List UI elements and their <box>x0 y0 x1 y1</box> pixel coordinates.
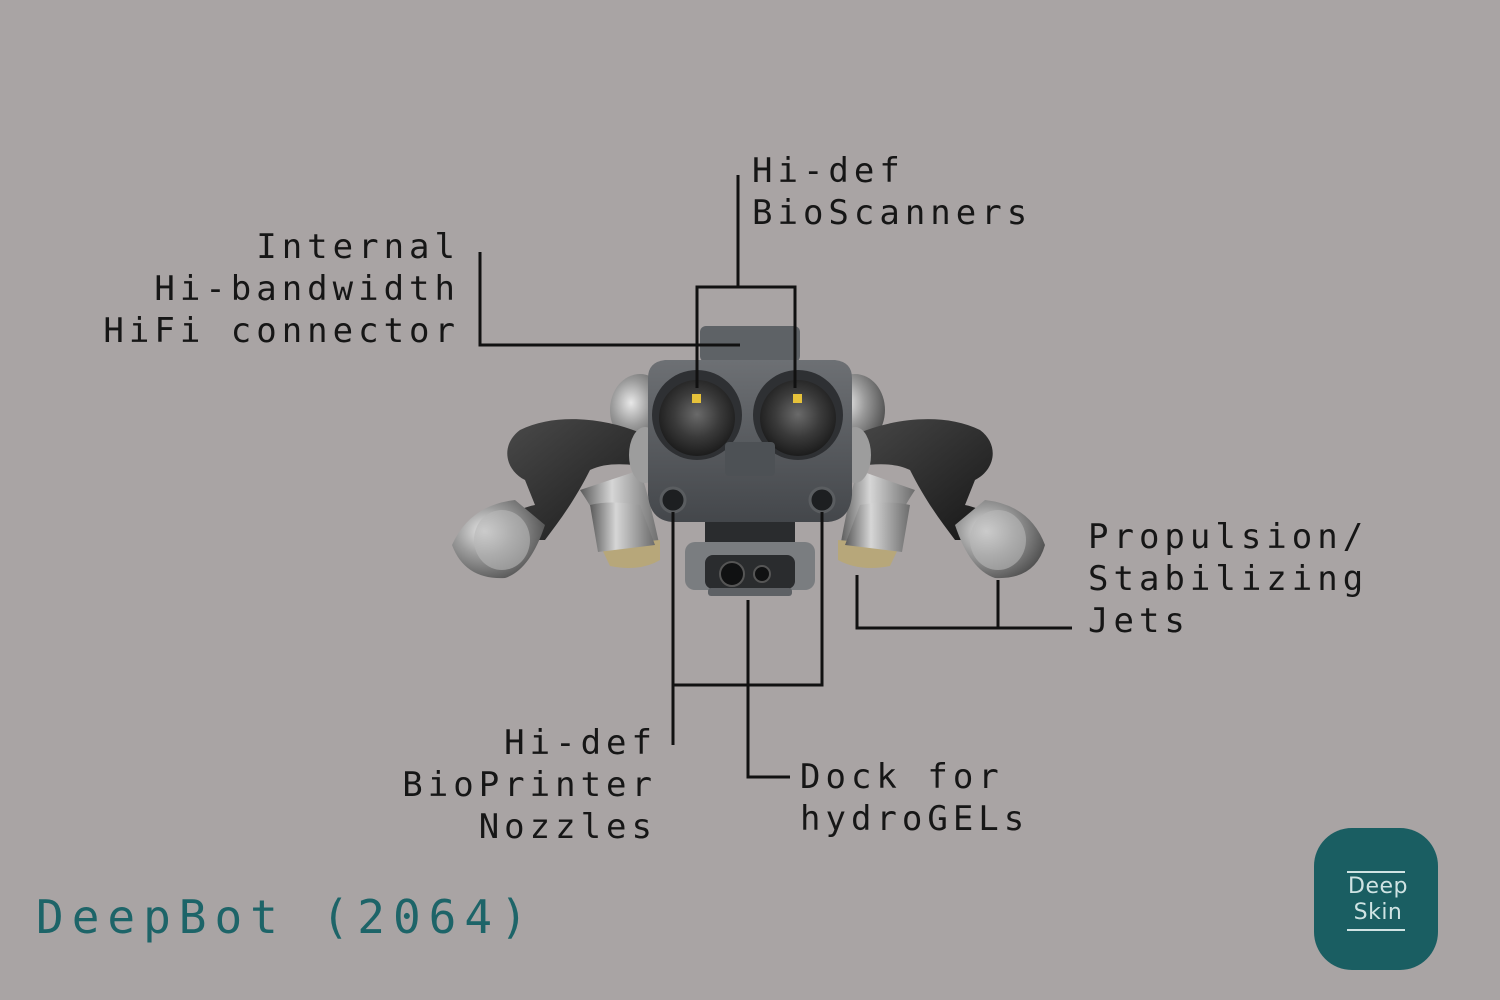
label-nozzles: Hi-def BioPrinter Nozzles <box>402 722 657 848</box>
label-jets-line2: Stabilizing <box>1088 558 1368 600</box>
logo-line2: Skin <box>1316 900 1440 925</box>
label-connector-line3: HiFi connector <box>103 310 460 352</box>
deepbot-robot <box>452 326 1045 596</box>
label-jets-line1: Propulsion/ <box>1088 516 1368 558</box>
label-connector: Internal Hi-bandwidth HiFi connector <box>103 226 460 352</box>
label-jets-line3: Jets <box>1088 600 1368 642</box>
label-bioscanners-line1: Hi-def <box>752 150 1032 192</box>
label-nozzles-line3: Nozzles <box>402 806 657 848</box>
label-bioscanners: Hi-def BioScanners <box>752 150 1032 234</box>
nozzle-left <box>661 488 685 512</box>
label-dock-line2: hydroGELs <box>800 798 1029 840</box>
nose-block <box>725 442 775 476</box>
deepskin-logo: Deep Skin <box>1314 828 1438 970</box>
logo-rule-top <box>1347 871 1405 873</box>
label-connector-line1: Internal <box>103 226 460 268</box>
label-bioscanners-line2: BioScanners <box>752 192 1032 234</box>
leader-jets <box>857 575 1072 628</box>
label-dock: Dock for hydroGELs <box>800 756 1029 840</box>
logo-line1: Deep <box>1316 874 1440 899</box>
hydrogel-dock <box>685 522 815 596</box>
label-jets: Propulsion/ Stabilizing Jets <box>1088 516 1368 642</box>
logo-rule-bottom <box>1347 929 1405 931</box>
label-dock-line1: Dock for <box>800 756 1029 798</box>
label-nozzles-line1: Hi-def <box>402 722 657 764</box>
label-connector-line2: Hi-bandwidth <box>103 268 460 310</box>
nozzle-right <box>810 488 834 512</box>
label-nozzles-line2: BioPrinter <box>402 764 657 806</box>
page-title: DeepBot (2064) <box>36 890 536 944</box>
leader-dock <box>748 600 790 777</box>
